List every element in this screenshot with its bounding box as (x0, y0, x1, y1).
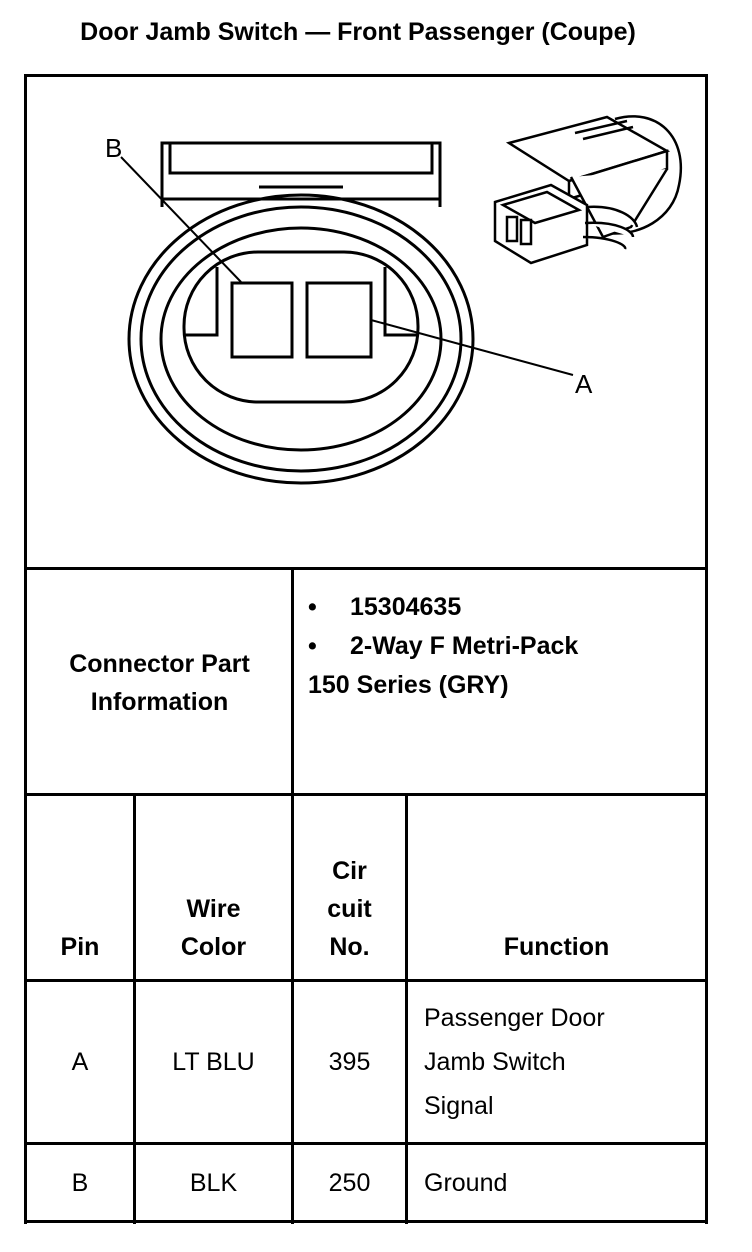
row-a-function: Passenger Door Jamb Switch Signal (424, 982, 704, 1142)
connector-diagram: B A (105, 115, 682, 485)
connector-part-info-value: • 15304635 • 2-Way F Metri-Pack 150 Seri… (308, 588, 698, 705)
bullet: • (308, 632, 317, 660)
divider-header-bottom (24, 979, 708, 982)
row-b-wire-color: BLK (189, 1168, 238, 1197)
part-number-item: • 15304635 (308, 588, 698, 627)
divider-col-3 (405, 793, 408, 1224)
divider-connector-middle (291, 567, 294, 793)
header-pin: Pin (27, 796, 133, 966)
header-wire-line2: Color (180, 933, 247, 961)
row-b-function: Ground (424, 1168, 508, 1197)
pin-a-callout: A (575, 369, 593, 399)
row-a-wire-color: LT BLU (172, 1048, 255, 1076)
row-b-circuit: 250 (328, 1168, 371, 1197)
table-frame (24, 74, 708, 1224)
row-a-pin: A (71, 1048, 89, 1076)
bullet: • (308, 593, 317, 621)
divider-col-1 (133, 793, 136, 1224)
row-a-circuit: 395 (328, 1048, 371, 1076)
row-b-pin: B (71, 1168, 89, 1197)
row-a-function-line3: Signal (424, 1092, 494, 1120)
divider-table-bottom (24, 1220, 708, 1223)
header-circuit-line3: No. (329, 933, 370, 961)
connector-label-line1: Connector Part (69, 650, 250, 678)
divider-diagram-bottom (24, 567, 708, 570)
page-title: Door Jamb Switch — Front Passenger (Coup… (80, 18, 636, 46)
divider-col-2 (291, 793, 294, 1224)
header-wire-line1: Wire (186, 895, 241, 923)
header-circuit-line1: Cir (332, 857, 367, 885)
header-wire-color: Wire Color (136, 796, 291, 966)
row-a-function-line2: Jamb Switch (424, 1048, 566, 1076)
divider-connector-bottom (24, 793, 708, 796)
header-circuit-line2: cuit (327, 895, 372, 923)
description-item: • 2-Way F Metri-Pack (308, 627, 698, 666)
part-number: 15304635 (350, 593, 462, 621)
connector-thumbnail-icon (493, 115, 682, 265)
description-line1: 2-Way F Metri-Pack (350, 632, 579, 660)
description-line2: 150 Series (GRY) (308, 671, 509, 699)
connector-label-line2: Information (90, 688, 229, 716)
row-a-function-line1: Passenger Door (424, 1004, 605, 1032)
header-circuit-no: Cir cuit No. (294, 796, 405, 966)
divider-row-a-bottom (24, 1142, 708, 1145)
connector-part-info-label: Connector Part Information (27, 573, 292, 793)
header-function-text: Function (503, 933, 610, 961)
pin-b-callout: B (105, 133, 122, 163)
header-function: Function (408, 796, 705, 966)
header-pin-text: Pin (60, 933, 100, 961)
